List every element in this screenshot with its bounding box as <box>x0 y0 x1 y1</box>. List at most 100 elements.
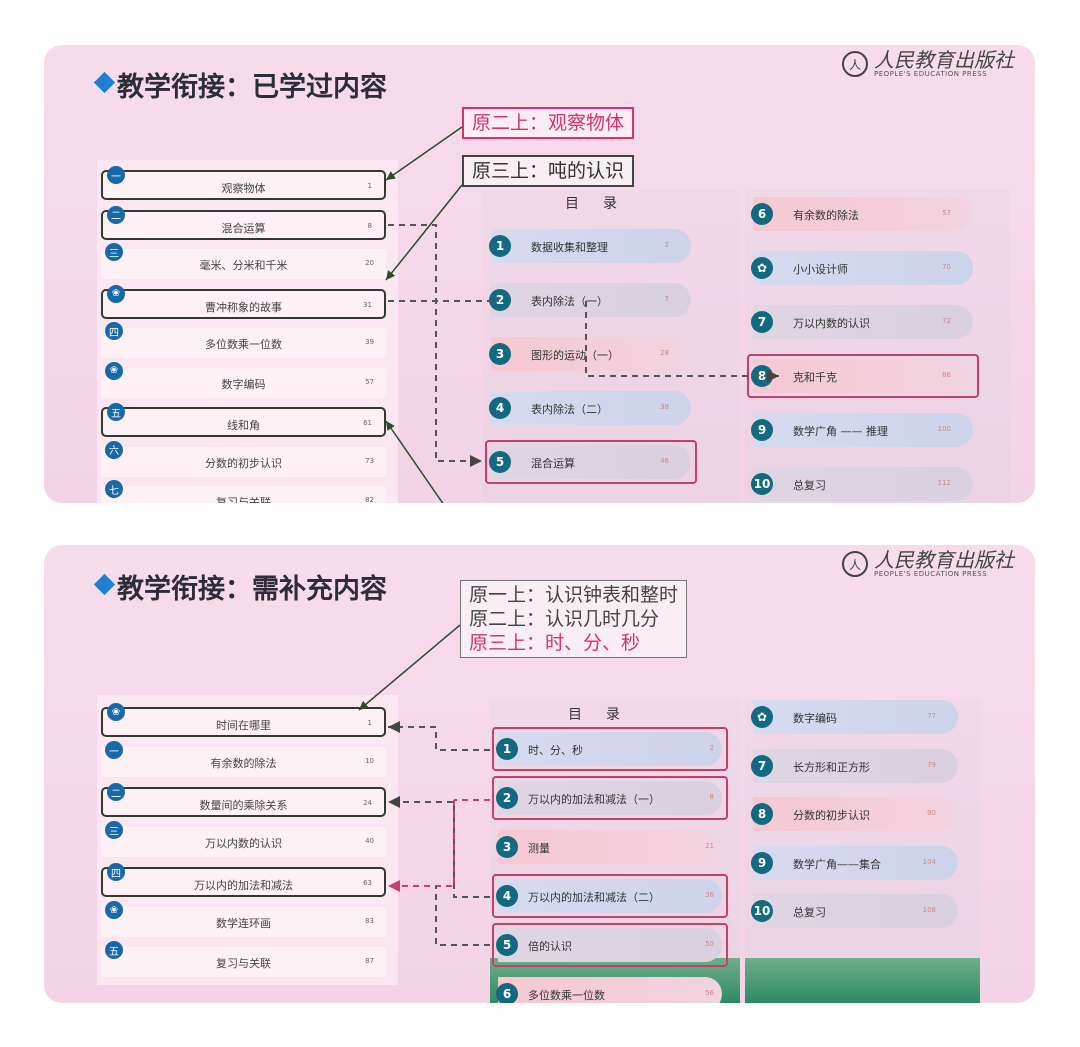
toc-row-title: 数学广角——集合 <box>793 857 881 871</box>
contents-row-page: 1 <box>367 182 372 190</box>
contents-row-page: 40 <box>365 837 374 845</box>
chapter-number-icon: 6 <box>496 983 518 1003</box>
toc-row-title: 万以内数的认识 <box>793 317 870 330</box>
callout-line: 原一上：认识钟表和整时 <box>469 584 679 606</box>
toc-row-page: 77 <box>927 712 936 720</box>
chapter-number-icon: 9 <box>751 419 773 441</box>
contents-row-page: 82 <box>365 496 374 503</box>
contents-row-page: 10 <box>365 757 374 765</box>
chapter-number-icon: 3 <box>496 836 518 858</box>
contents-row-page: 8 <box>367 221 372 230</box>
chapter-number-icon: 8 <box>751 803 773 825</box>
chapter-number-icon: ✿ <box>751 257 773 279</box>
chapter-number-icon: 4 <box>489 397 511 419</box>
toc-row-page: 72 <box>942 317 951 325</box>
toc-row-title: 图形的运动（一） <box>531 349 619 362</box>
grass-cows-illustration <box>745 958 980 1003</box>
contents-row-title: 数量间的乘除关系 <box>199 799 288 812</box>
toc-row-title: 万以内的加法和减法（一） <box>528 793 660 806</box>
toc-row-page: 36 <box>705 891 714 899</box>
toc-row-page: 108 <box>922 906 936 914</box>
contents-row-page: 31 <box>363 300 372 309</box>
slide-title: 教学衔接：已学过内容 <box>117 72 387 103</box>
contents-row-title: 多位数乘一位数 <box>205 338 282 351</box>
toc-row-title: 表内除法（二） <box>531 403 608 416</box>
contents-row-page: 20 <box>365 259 374 267</box>
contents-row[interactable]: ❀ 曹冲称象的故事 31 <box>101 284 386 319</box>
contents-row-title: 曹冲称象的故事 <box>205 300 282 314</box>
toc-row-page: 50 <box>705 940 714 948</box>
chapter-badge-icon: ❀ <box>107 284 125 303</box>
contents-row-title: 万以内的加法和减法 <box>194 879 293 892</box>
slide-title: 教学衔接：需补充内容 <box>117 574 387 605</box>
chapter-badge-icon: 五 <box>107 403 125 421</box>
chapter-number-icon: 1 <box>489 235 511 257</box>
chapter-badge-icon: 三 <box>105 243 123 261</box>
chapter-badge-icon: 五 <box>105 941 123 959</box>
contents-row-title: 数学连环画 <box>216 917 271 930</box>
toc-row-title: 混合运算 <box>531 457 575 470</box>
toc-row-title: 克和千克 <box>793 371 837 384</box>
toc-row-title: 测量 <box>528 842 550 855</box>
toc-row-page: 104 <box>922 857 936 866</box>
chapter-badge-icon: 一 <box>105 741 123 759</box>
chapter-number-icon: 5 <box>496 934 518 956</box>
chapter-badge-icon: 四 <box>105 322 123 340</box>
toc-row-page: 46 <box>660 457 669 465</box>
toc-row-title: 总复习 <box>793 479 826 492</box>
contents-row-page: 73 <box>365 456 374 465</box>
contents-row-page: 1 <box>367 719 372 727</box>
toc-row-title: 数据收集和整理 <box>531 241 608 254</box>
toc-row-page: 100 <box>937 425 951 433</box>
toc-row-title: 分数的初步认识 <box>793 809 870 822</box>
contents-row-title: 复习与关联 <box>216 957 271 970</box>
chapter-number-icon: 2 <box>489 289 511 311</box>
chapter-badge-icon: 二 <box>107 783 125 801</box>
chapter-badge-icon: ❀ <box>107 703 125 721</box>
chapter-number-icon: 7 <box>751 754 773 777</box>
chapter-number-icon: 10 <box>751 473 773 495</box>
